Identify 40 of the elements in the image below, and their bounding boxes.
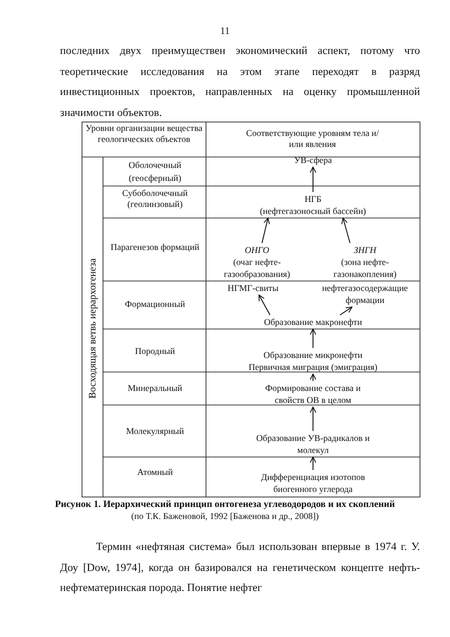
level-name: Минеральный: [126, 383, 184, 394]
stage-label: УВ-сфера: [293, 154, 333, 166]
stage-label: (нефтегазоносный бассейн): [258, 205, 368, 217]
level-name: Формационный: [124, 299, 186, 310]
stage-label: ОНГО: [244, 244, 270, 256]
stage-label: Образование макронефти: [262, 316, 364, 328]
stage-label: Формирование состава и свойств ОВ в целом: [264, 382, 362, 406]
arrow: [310, 406, 316, 432]
body-paragraph: Термин «нефтяная система» был использован впервые в 1974 г. У. Доу [Dow, 1974], когда он базировался на генетическом концепте нефть-нефтематеринская порода. Понятие нефтег: [60, 540, 420, 596]
column-heading: Уровни организации вещества геологических объектов: [84, 123, 204, 145]
figure-caption: Рисунок 1. Иерархический принцип онтогенеза углеводородов и их скоплений: [54, 499, 396, 510]
column-heading: Соответствующие уровням тела и/или явления: [245, 128, 380, 150]
arrow: [341, 218, 350, 244]
stage-label: Образование УВ-радикалов и молекул: [255, 432, 371, 456]
arrow: [262, 218, 270, 244]
arrow: [310, 328, 316, 348]
level-name: Атомный: [136, 467, 174, 478]
arrow: [258, 294, 270, 316]
stage-label: Образование микронефти: [262, 349, 364, 361]
vertical-heading: Восходящая ветвь иерархогенеза: [88, 257, 98, 401]
arrow: [310, 166, 316, 192]
stage-label: НГБ: [304, 193, 322, 205]
stage-label: ЗНГН: [352, 244, 378, 256]
stage-label: нефтегазосодержащие формации: [321, 282, 409, 306]
stage-label: Первичная миграция (эмиграция): [248, 361, 378, 373]
level-name: Молекулярный: [125, 426, 185, 437]
level-name: Парагенезов формаций: [110, 242, 200, 253]
stage-label: Дифференциация изотопов биогенного углерода: [260, 471, 366, 495]
stage-label: НГМГ-свиты: [226, 282, 280, 294]
stage-label: (зона нефте- газонакопления): [332, 256, 398, 280]
level-name: Оболочечный (геосферный): [128, 159, 182, 185]
page-number: 11: [219, 26, 231, 37]
arrow: [310, 456, 316, 470]
level-name: Породный: [134, 346, 176, 357]
arrow: [310, 374, 316, 382]
arrow: [340, 306, 352, 316]
level-name: Субоболочечный (геолинзовый): [121, 188, 189, 210]
stage-label: (очаг нефте- газообразования): [222, 256, 292, 280]
body-paragraph: последних двух преимуществен экономический аспект, потому что теоретические исследования на этом этапе переходят в разряд инвестиционных проектов, направленных на оценку промышленной значимости объектов.: [60, 44, 420, 121]
caption-source: (по Т.К. Баженовой, 1992 [Баженова и др., 2008]): [130, 511, 320, 522]
